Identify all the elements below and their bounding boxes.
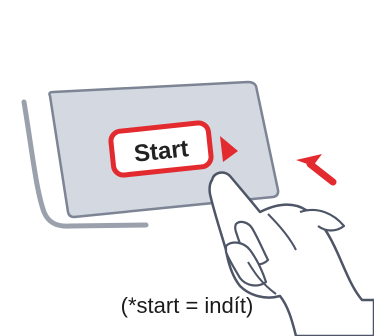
hand-thumb	[299, 208, 346, 232]
direction-arrow-icon	[296, 154, 337, 186]
hand-index-finger	[208, 171, 374, 336]
play-triangle-icon	[220, 136, 238, 162]
tablet-frame-edge	[21, 99, 149, 229]
hand-knuckle-line	[267, 213, 297, 251]
start-button[interactable]: Start	[108, 120, 214, 178]
caption-translation: (*start = indít)	[120, 293, 254, 318]
pointing-hand	[208, 171, 374, 336]
start-button-label: Start	[133, 135, 190, 168]
start-button-frame	[108, 120, 214, 178]
hand-knuckle-line	[247, 261, 277, 295]
